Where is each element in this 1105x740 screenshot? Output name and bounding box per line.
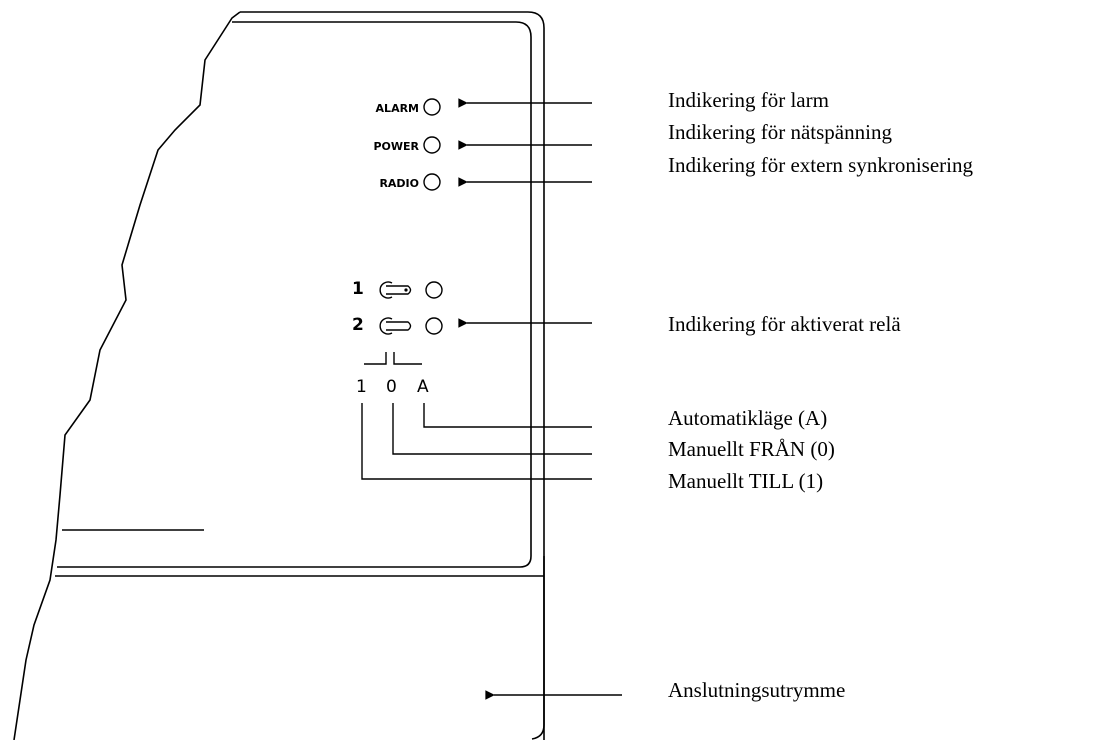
auto-leader [423,403,592,428]
relay-1-number: 1 [352,279,364,299]
front-panel-inner [57,21,532,568]
callout-manual-on: Manuellt TILL (1) [668,469,823,493]
radio-label: RADIO [379,177,419,190]
callout-alarm: Indikering för larm [668,88,829,112]
callout-texts: Indikering för larm Indikering för nätsp… [668,88,974,702]
mode-selector: 1 0 A [356,352,429,397]
mode-a-label: A [417,377,429,397]
callout-auto: Automatikläge (A) [668,406,827,430]
alarm-label: ALARM [376,102,419,115]
relay-1-key-switch-icon [379,281,412,299]
power-led-icon [423,136,441,154]
leader-lines [361,98,622,700]
relay-2-led-icon [425,317,443,335]
indicator-group: ALARM POWER RADIO [373,98,441,191]
front-panel-outer [240,11,545,740]
mode-bracket [364,352,422,365]
relay-1-led-icon [425,281,443,299]
power-label: POWER [373,140,419,153]
relay-group: 1 2 [352,279,443,335]
terminal-compartment-edge [531,556,545,740]
device-housing [13,11,545,740]
manual-on-leader [361,403,592,480]
callout-power: Indikering för nätspänning [668,120,892,144]
callout-relay: Indikering för aktiverat relä [668,312,901,336]
relay-2-key-switch-icon [379,317,412,335]
callout-radio: Indikering för extern synkronisering [668,153,974,177]
callout-manual-off: Manuellt FRÅN (0) [668,437,835,461]
callout-terminal: Anslutningsutrymme [668,678,845,702]
relay-2-number: 2 [352,315,364,335]
alarm-led-icon [423,98,441,116]
mode-1-label: 1 [356,377,367,397]
manual-off-leader [392,403,592,455]
radio-led-icon [423,173,441,191]
mode-0-label: 0 [386,377,397,397]
torn-edge [13,11,241,740]
